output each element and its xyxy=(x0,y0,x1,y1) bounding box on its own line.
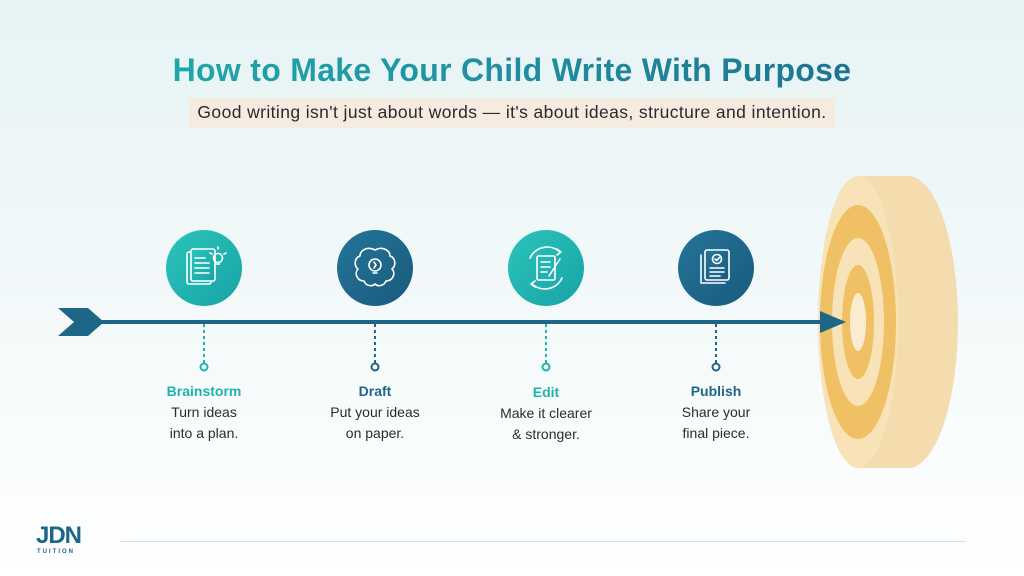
timeline-arrowhead-icon xyxy=(820,311,846,333)
logo-text: JDN xyxy=(36,522,82,549)
brainstorm-notes-icon xyxy=(166,230,242,306)
step-title-edit: Edit xyxy=(532,384,560,400)
footer-divider xyxy=(120,541,966,542)
timeline-start-chevron-icon xyxy=(58,308,104,336)
connector-dot xyxy=(711,362,721,372)
step-desc-brainstorm: Turn ideas into a plan. xyxy=(169,404,239,441)
connector-dot xyxy=(541,362,551,372)
connector-dot xyxy=(199,362,209,372)
jdn-logo: JDN TUITION xyxy=(36,522,108,556)
page-subtitle: Good writing isn't just about words — it… xyxy=(189,98,835,128)
edit-document-icon xyxy=(508,230,584,306)
logo-subtext: TUITION xyxy=(37,549,75,555)
step-title-publish: Publish xyxy=(690,383,742,399)
brain-lightbulb-icon xyxy=(337,230,413,306)
target-icon xyxy=(818,176,958,468)
page-title: How to Make Your Child Write With Purpos… xyxy=(0,52,1024,89)
step-desc-draft: Put your ideas on paper. xyxy=(330,404,420,441)
step-desc-edit: Make it clearer & stronger. xyxy=(500,405,592,442)
step-title-draft: Draft xyxy=(358,383,392,399)
connector-dot xyxy=(370,362,380,372)
step-desc-publish: Share your final piece. xyxy=(681,404,751,441)
approved-document-icon xyxy=(678,230,754,306)
step-title-brainstorm: Brainstorm xyxy=(166,383,242,399)
